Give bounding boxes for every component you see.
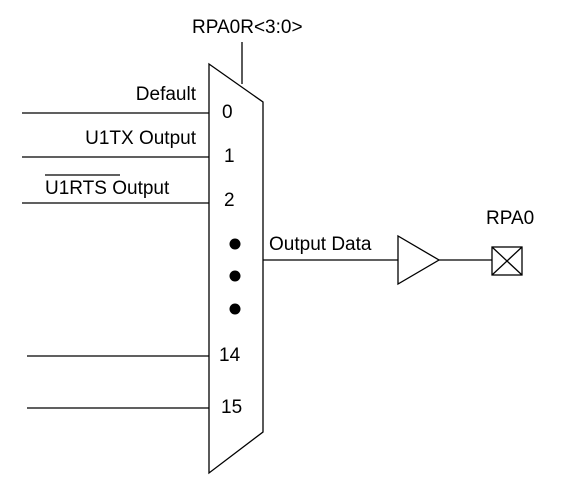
multiplexer-body — [208, 62, 264, 475]
ellipsis-dot-3 — [229, 303, 241, 315]
output-data-label: Output Data — [269, 234, 372, 255]
input-label-default: Default — [136, 84, 197, 105]
input-index-1: 1 — [224, 146, 235, 167]
select-signal-label: RPA0R<3:0> — [192, 17, 303, 38]
input-label-u1rts-output: U1RTS Output — [45, 178, 170, 199]
u1rts-suffix: Output — [107, 178, 170, 199]
input-index-15: 15 — [221, 397, 242, 418]
u1rts-signal-name: U1RTS — [45, 178, 107, 199]
pin-rpa0-icon — [491, 246, 523, 276]
output-buffer — [397, 234, 441, 286]
input-label-u1tx-output: U1TX Output — [85, 128, 197, 149]
pin-cross-line-b — [491, 246, 523, 276]
ellipsis-dot-1 — [229, 238, 241, 250]
input-index-0: 0 — [222, 102, 233, 123]
ellipsis-dot-2 — [229, 270, 241, 282]
pin-label: RPA0 — [486, 208, 534, 229]
input-index-14: 14 — [219, 345, 241, 366]
input-index-2: 2 — [224, 190, 235, 211]
